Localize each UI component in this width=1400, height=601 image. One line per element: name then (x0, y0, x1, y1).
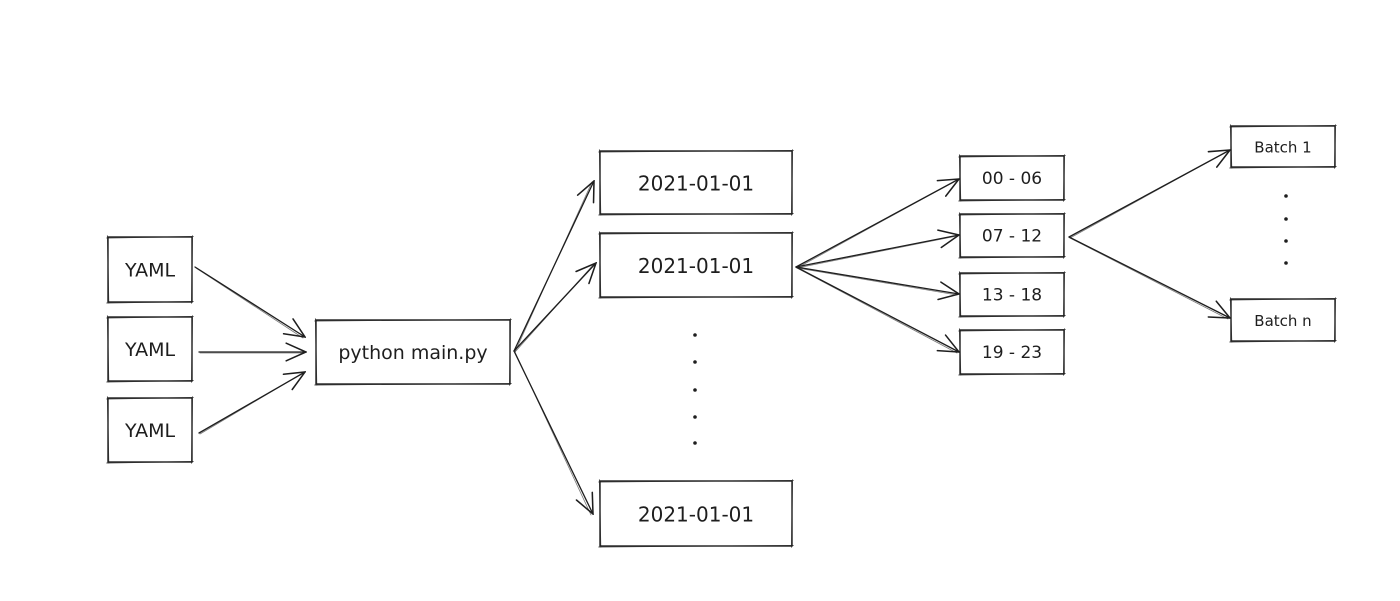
nodes-layer: YAML YAML YAML python main.py 2021-01-01 2021… (106, 124, 1337, 548)
node-hours-3-sketch (958, 271, 1066, 318)
edge-hours-2-to-batch-n (1068, 236, 1230, 320)
edges-layer (194, 150, 1230, 515)
edge-main-to-date-1 (513, 181, 594, 353)
node-date-1-label: 2021-01-01 (638, 172, 754, 196)
node-yaml-1: YAML (106, 235, 194, 304)
node-yaml-2-label: YAML (124, 339, 176, 361)
node-hours-4-label: 19 - 23 (982, 343, 1042, 363)
node-yaml-1-box (107, 236, 193, 303)
batches-ellipsis-dot (1284, 217, 1288, 221)
node-date-3-sketch (598, 479, 794, 548)
node-date-2-sketch (598, 231, 794, 299)
node-batch-n-sketch (1229, 297, 1337, 343)
batches-ellipsis-dot (1284, 261, 1288, 265)
edge-yaml-3-to-main (198, 372, 305, 435)
node-hours-4: 19 - 23 (958, 328, 1066, 376)
dates-ellipsis-dot (693, 360, 697, 364)
dates-ellipsis-dot (693, 388, 697, 392)
node-hours-1-label: 00 - 06 (982, 169, 1042, 189)
node-date-1-sketch (598, 149, 794, 216)
edge-date-2-to-hours-2 (795, 235, 959, 269)
node-hours-4-sketch (958, 328, 1066, 376)
node-hours-3: 13 - 18 (958, 271, 1066, 318)
node-hours-2: 07 - 12 (958, 212, 1066, 259)
node-hours-1-sketch (958, 154, 1066, 202)
node-yaml-3-label: YAML (124, 420, 176, 442)
node-main: python main.py (314, 318, 512, 386)
batches-ellipsis-dot (1284, 239, 1288, 243)
node-hours-3-label: 13 - 18 (982, 286, 1042, 306)
edge-hours-2-to-batch-1 (1068, 150, 1230, 239)
node-hours-1-box (959, 155, 1065, 201)
node-date-3: 2021-01-01 (598, 479, 794, 548)
node-main-sketch (314, 318, 512, 386)
node-batch-n: Batch n (1229, 297, 1337, 343)
node-hours-1: 00 - 06 (958, 154, 1066, 202)
edge-yaml-1-to-main (194, 266, 305, 339)
node-batch-n-label: Batch n (1254, 312, 1311, 330)
node-batch-1: Batch 1 (1229, 124, 1337, 169)
batches-ellipsis-dot (1284, 194, 1288, 198)
node-yaml-1-label: YAML (124, 260, 176, 282)
node-date-3-box (599, 480, 793, 547)
node-batch-1-sketch (1229, 124, 1337, 169)
node-date-3-label: 2021-01-01 (638, 503, 754, 527)
edge-date-2-to-hours-4 (795, 266, 959, 354)
node-date-2: 2021-01-01 (598, 231, 794, 299)
node-batch-1-label: Batch 1 (1254, 139, 1311, 157)
node-yaml-3: YAML (106, 396, 194, 464)
node-main-label: python main.py (338, 342, 487, 364)
batches-ellipsis (1284, 194, 1288, 265)
node-yaml-3-sketch (106, 396, 194, 464)
dates-ellipsis-dot (693, 333, 697, 337)
edge-date-2-to-hours-1 (795, 179, 959, 269)
node-date-2-label: 2021-01-01 (638, 254, 754, 278)
node-hours-2-sketch (958, 212, 1066, 259)
dates-ellipsis (693, 333, 697, 445)
edge-yaml-2-to-main (198, 352, 306, 353)
edge-date-2-to-hours-3 (795, 266, 959, 295)
node-date-1: 2021-01-01 (598, 149, 794, 216)
node-yaml-1-sketch (106, 235, 194, 304)
dots-layer (693, 194, 1288, 445)
dates-ellipsis-dot (693, 415, 697, 419)
edge-main-to-date-2 (513, 263, 596, 353)
node-hours-2-label: 07 - 12 (982, 227, 1042, 247)
node-batch-1-box (1230, 125, 1336, 168)
edge-main-to-date-3 (513, 350, 593, 515)
node-yaml-2: YAML (106, 315, 194, 383)
node-yaml-2-sketch (106, 315, 194, 383)
dates-ellipsis-dot (693, 441, 697, 445)
